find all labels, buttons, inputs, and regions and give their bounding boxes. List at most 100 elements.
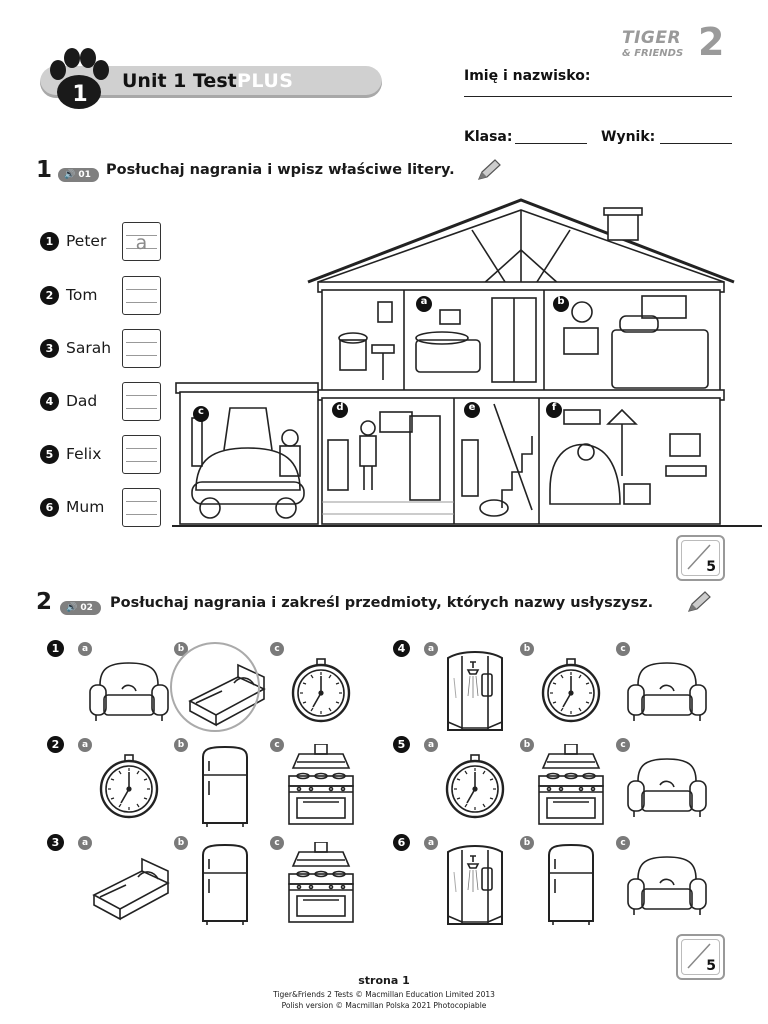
option-letter: b: [174, 836, 188, 850]
ex1-item-6: 6 Mum: [40, 488, 170, 528]
option-letter: a: [78, 642, 92, 656]
item-name: Felix: [66, 445, 102, 463]
ex2-score: 5: [706, 958, 716, 974]
question-number: 5: [393, 736, 410, 753]
ex2-audio-track[interactable]: 🔊 02: [60, 595, 101, 615]
copyright-line-2: Polish version © Macmillan Polska 2021 P…: [281, 1001, 487, 1010]
answer-box[interactable]: [122, 382, 161, 421]
house-illustration: [172, 198, 762, 527]
item-name: Peter: [66, 232, 107, 250]
page-number: strona 1: [358, 974, 410, 987]
item-name: Dad: [66, 392, 98, 410]
item-number: 4: [40, 392, 59, 411]
unit-number: 1: [72, 82, 88, 107]
ex1-item-3: 3 Sarah: [40, 329, 170, 369]
answer-box[interactable]: a: [122, 222, 161, 261]
copyright-line-1: Tiger&Friends 2 Tests © Macmillan Educat…: [273, 990, 495, 999]
bed-icon[interactable]: [86, 842, 172, 928]
ex2-number: 2: [36, 589, 53, 615]
ex1-score-box: 5: [676, 535, 725, 581]
cooker-icon[interactable]: [278, 842, 364, 928]
room-label-d: d: [336, 402, 344, 413]
item-name: Mum: [66, 498, 105, 516]
answer-box[interactable]: [122, 435, 161, 474]
class-label: Klasa:: [464, 129, 513, 145]
ex1-item-2: 2 Tom: [40, 276, 170, 316]
cooker-icon[interactable]: [528, 744, 614, 830]
armchair-icon[interactable]: [86, 648, 172, 734]
score-field[interactable]: [660, 129, 732, 144]
option-letter: b: [174, 738, 188, 752]
item-name: Tom: [66, 286, 98, 304]
question-number: 1: [47, 640, 64, 657]
audio-icon: 🔊: [66, 603, 78, 613]
room-label-f: f: [551, 402, 557, 413]
option-letter: c: [270, 642, 284, 656]
cooker-icon[interactable]: [278, 744, 364, 830]
option-letter: a: [424, 642, 438, 656]
shower-icon[interactable]: [432, 648, 518, 734]
tiger-friends-logo: TIGER & FRIENDS 2: [622, 20, 725, 64]
fridge-icon[interactable]: [528, 842, 614, 928]
room-label-c: c: [198, 406, 204, 417]
answer-box[interactable]: [122, 488, 161, 527]
ex1-item-5: 5 Felix: [40, 435, 170, 475]
clock-icon[interactable]: [528, 648, 614, 734]
room-label-a: a: [420, 296, 428, 307]
answer-letter: a: [135, 232, 148, 254]
armchair-icon[interactable]: [624, 842, 710, 928]
shower-icon[interactable]: [432, 842, 518, 928]
unit-plus: PLUS: [237, 70, 294, 92]
item-number: 1: [40, 232, 59, 251]
pencil-icon: [477, 159, 501, 180]
option-letter: a: [424, 836, 438, 850]
name-label: Imię i nazwisko:: [464, 68, 591, 84]
clock-icon[interactable]: [86, 744, 172, 830]
option-letter: a: [78, 836, 92, 850]
item-number: 3: [40, 339, 59, 358]
room-label-e: e: [468, 402, 476, 413]
score-label: Wynik:: [601, 129, 656, 145]
fridge-icon[interactable]: [182, 842, 268, 928]
armchair-icon[interactable]: [624, 648, 710, 734]
ex2-score-box: 5: [676, 934, 725, 980]
ex1-score: 5: [706, 559, 716, 575]
name-field[interactable]: [464, 96, 732, 97]
class-field[interactable]: [515, 129, 587, 144]
option-letter: c: [270, 836, 284, 850]
fridge-icon[interactable]: [182, 744, 268, 830]
option-letter: b: [520, 836, 534, 850]
selection-circle: [170, 642, 260, 732]
option-letter: b: [520, 738, 534, 752]
answer-box[interactable]: [122, 276, 161, 315]
armchair-icon[interactable]: [624, 744, 710, 830]
answer-box[interactable]: [122, 329, 161, 368]
question-number: 2: [47, 736, 64, 753]
ex1-audio-track[interactable]: 🔊 01: [58, 162, 99, 182]
item-name: Sarah: [66, 339, 112, 357]
clock-icon[interactable]: [278, 648, 364, 734]
ex2-instruction: Posłuchaj nagrania i zakreśl przedmioty,…: [110, 595, 654, 611]
option-letter: c: [616, 642, 630, 656]
option-letter: a: [78, 738, 92, 752]
option-letter: a: [424, 738, 438, 752]
question-number: 3: [47, 834, 64, 851]
question-number: 4: [393, 640, 410, 657]
item-number: 2: [40, 286, 59, 305]
ex1-item-4: 4 Dad: [40, 382, 170, 422]
ex1-number: 1: [36, 157, 53, 183]
clock-icon[interactable]: [432, 744, 518, 830]
item-number: 5: [40, 445, 59, 464]
option-letter: c: [616, 836, 630, 850]
option-letter: c: [270, 738, 284, 752]
option-letter: b: [520, 642, 534, 656]
ex1-instruction: Posłuchaj nagrania i wpisz właściwe lite…: [106, 162, 455, 178]
question-number: 6: [393, 834, 410, 851]
option-letter: c: [616, 738, 630, 752]
paw-icon: [50, 48, 109, 109]
unit-title: Unit 1 Test: [122, 70, 237, 92]
room-label-b: b: [557, 296, 565, 307]
ex1-item-1: 1 Peter a: [40, 222, 170, 262]
pencil-icon: [687, 591, 711, 612]
audio-icon: 🔊: [64, 170, 76, 180]
